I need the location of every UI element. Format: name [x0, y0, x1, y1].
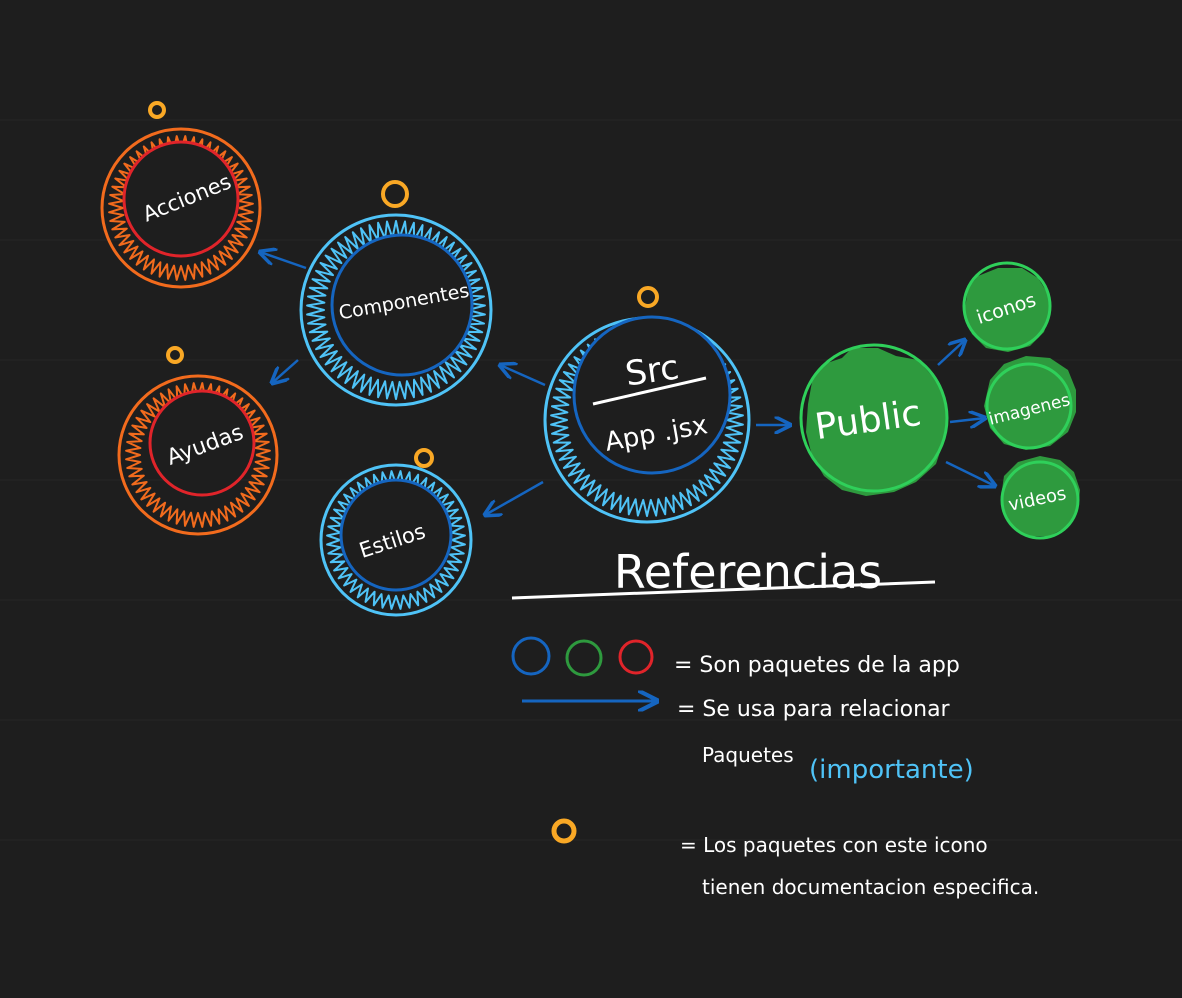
edge-public-videos [945, 460, 995, 486]
legend-doc-icon [551, 818, 577, 844]
node-componentes: Componentes [299, 180, 493, 407]
node-acciones: Acciones [100, 101, 262, 289]
scribble-ring [108, 135, 254, 281]
src-divider [592, 376, 707, 406]
edges [260, 252, 995, 515]
scribble-ring [306, 220, 486, 400]
doc-icon [166, 346, 184, 364]
legend-doc-text-line2: tienen documentacion especifica. [702, 875, 1039, 899]
src-label: Src [623, 347, 682, 394]
legend-red-package [618, 639, 654, 675]
doc-icon [637, 286, 659, 308]
edge-public-imagenes [949, 418, 985, 422]
legend-green-package [565, 639, 603, 677]
node-public: Public [799, 343, 949, 496]
node-imagenes: imagenes [984, 356, 1076, 450]
edge-src-componentes [500, 365, 546, 387]
doc-icon [381, 180, 409, 208]
node-videos: videos [1000, 456, 1080, 540]
legend-doc-text-line1: = Los paquetes con este icono [680, 833, 988, 857]
legend-packages-text: = Son paquetes de la app [674, 653, 960, 678]
scribble-ring [125, 382, 271, 528]
legend: Referencias = Son paquetes de la app = S… [511, 545, 1039, 899]
edge-src-estilos [485, 480, 544, 515]
doc-icon [148, 101, 166, 119]
edge-componentes-ayudas [272, 359, 299, 383]
legend-arrow-text-line2: Paquetes [702, 743, 794, 767]
legend-arrow-text-line1: = Se usa para relacionar [677, 697, 951, 722]
edge-public-iconos [937, 340, 965, 366]
node-src: Src App .jsx [543, 286, 751, 524]
doc-icon [414, 448, 434, 468]
legend-title: Referencias [614, 545, 882, 599]
node-iconos: iconos [962, 261, 1052, 352]
edge-componentes-acciones [260, 252, 307, 270]
node-estilos: Estilos [319, 448, 473, 617]
legend-title-underline [511, 580, 936, 600]
legend-arrow-text-highlight: (importante) [809, 755, 974, 785]
legend-blue-package [511, 636, 551, 676]
node-ayudas: Ayudas [117, 346, 279, 536]
